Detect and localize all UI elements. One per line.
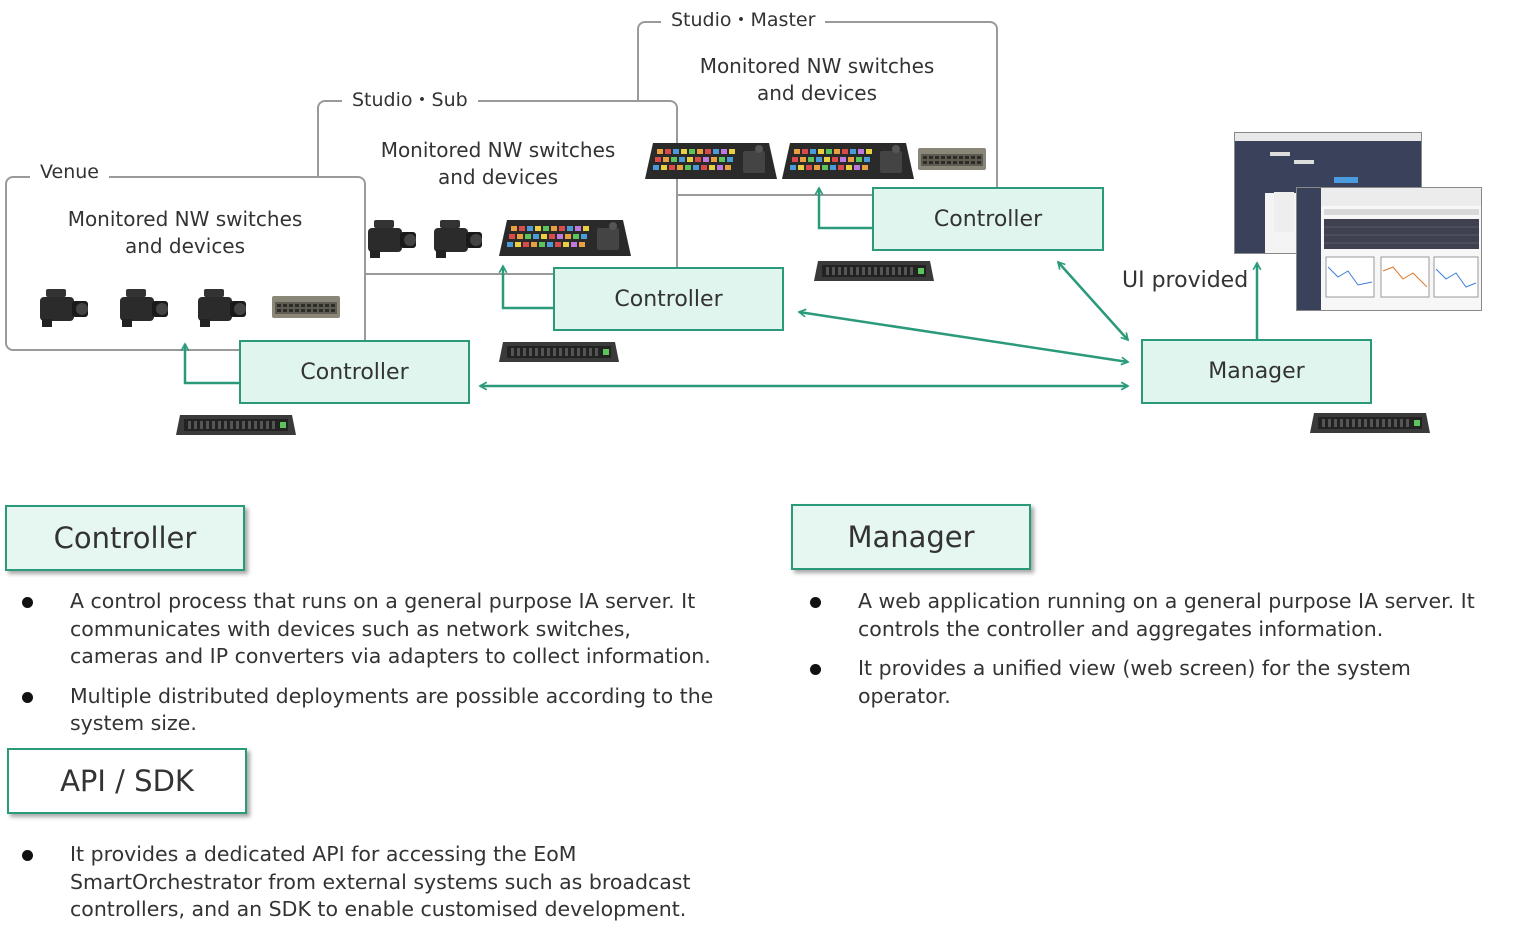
group-desc-line: and devices	[437, 165, 559, 189]
controller-node-master: Controller	[872, 187, 1104, 251]
ui-provided-label: UI provided	[1122, 268, 1249, 293]
network-switch-icon	[272, 296, 340, 318]
legend-manager-title: Manager	[791, 504, 1031, 570]
connector-venue-controller-devices	[185, 344, 240, 385]
group-venue	[5, 176, 366, 351]
bullet-text: Multiple distributed deployments are pos…	[70, 683, 714, 736]
group-desc-line: Monitored NW switches	[699, 54, 935, 78]
manager-ui-screenshot-front	[1296, 187, 1482, 311]
camera-icon	[40, 289, 88, 327]
bullet-text: A control process that runs on a general…	[70, 589, 711, 668]
legend-api-title: API / SDK	[7, 748, 247, 814]
group-studio-master-desc: Monitored NW switches and devices	[660, 53, 974, 107]
group-studio-master-label: Studio・Master	[661, 9, 826, 31]
video-switcher-console-icon	[499, 220, 631, 256]
camera-icon	[120, 289, 168, 327]
connector-sub-controller-devices	[503, 266, 554, 310]
bullet-dot-icon	[810, 664, 821, 675]
bullet-dot-icon	[22, 850, 33, 861]
list-item: It provides a unified view (web screen) …	[810, 655, 1510, 710]
connector-master-controller-devices	[819, 188, 873, 230]
legend-controller-bullets: A control process that runs on a general…	[22, 588, 722, 750]
bullet-text: It provides a unified view (web screen) …	[858, 656, 1411, 708]
group-desc-line: Monitored NW switches	[67, 207, 303, 231]
list-item: Multiple distributed deployments are pos…	[22, 683, 722, 738]
camera-icon	[368, 220, 416, 258]
connector-manager-master	[1058, 262, 1128, 340]
network-switch-icon	[918, 148, 986, 170]
connector-manager-sub	[799, 312, 1128, 362]
bullet-dot-icon	[22, 597, 33, 608]
group-desc-line: and devices	[124, 234, 246, 258]
group-desc-line: Monitored NW switches	[380, 138, 616, 162]
manager-node: Manager	[1141, 339, 1372, 404]
group-venue-desc: Monitored NW switches and devices	[28, 206, 342, 260]
controller-node-sub: Controller	[553, 267, 784, 331]
list-item: A web application running on a general p…	[810, 588, 1510, 643]
camera-icon	[198, 289, 246, 327]
group-venue-label: Venue	[30, 161, 109, 183]
server-icon	[176, 415, 296, 435]
group-studio-sub-desc: Monitored NW switches and devices	[340, 137, 656, 191]
server-icon	[1310, 413, 1430, 433]
video-switcher-console-icon	[782, 143, 914, 179]
list-item: A control process that runs on a general…	[22, 588, 722, 671]
camera-icon	[434, 220, 482, 258]
bullet-text: A web application running on a general p…	[858, 589, 1475, 641]
legend-api-bullets: It provides a dedicated API for accessin…	[22, 841, 702, 936]
group-studio-sub-label: Studio・Sub	[342, 89, 478, 111]
bullet-dot-icon	[22, 691, 33, 703]
server-icon	[814, 261, 934, 281]
server-icon	[499, 342, 619, 362]
bullet-dot-icon	[810, 597, 821, 608]
legend-manager-bullets: A web application running on a general p…	[810, 588, 1510, 722]
controller-node-venue: Controller	[239, 340, 470, 404]
bullet-text: It provides a dedicated API for accessin…	[70, 842, 691, 921]
group-desc-line: and devices	[756, 81, 878, 105]
list-item: It provides a dedicated API for accessin…	[22, 841, 702, 924]
legend-controller-title: Controller	[5, 505, 245, 571]
video-switcher-console-icon	[645, 143, 777, 179]
